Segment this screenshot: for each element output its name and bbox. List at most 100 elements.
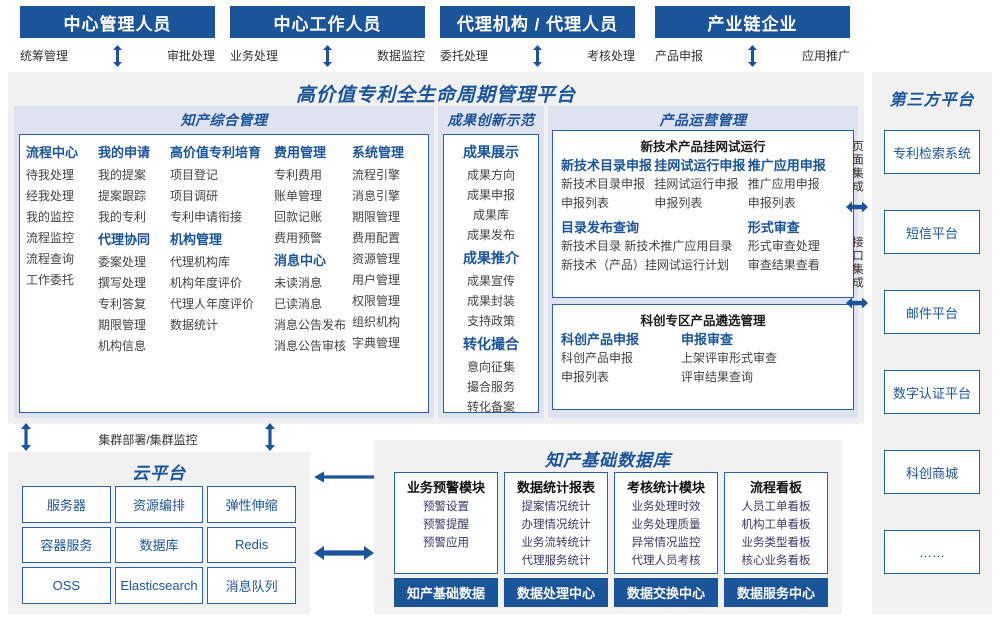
- menu-item[interactable]: 申报列表: [747, 196, 796, 210]
- cloud-cell-4[interactable]: 数据库: [114, 526, 204, 564]
- menu-item[interactable]: 消息公告发布: [274, 318, 347, 332]
- menu-item[interactable]: 我的专利: [98, 210, 147, 224]
- menu-item[interactable]: 消息公告审核: [274, 339, 347, 353]
- menu-item[interactable]: 费用配置: [352, 231, 401, 245]
- menu-item[interactable]: 我的监控: [26, 210, 75, 224]
- database-item[interactable]: 业务处理时效: [631, 501, 701, 513]
- menu-item[interactable]: 支持政策: [466, 314, 515, 328]
- menu-item[interactable]: 新技术目录申报: [561, 177, 646, 191]
- menu-item[interactable]: 审查结果查看: [747, 258, 820, 272]
- menu-item[interactable]: 组织机构: [352, 315, 401, 329]
- cloud-cell-6[interactable]: OSS: [22, 567, 111, 604]
- menu-item[interactable]: 撰写处理: [98, 276, 147, 290]
- menu-item[interactable]: 申报列表: [654, 196, 703, 210]
- database-item[interactable]: 业务处理质量: [631, 519, 701, 531]
- menu-item[interactable]: 成果方向: [466, 168, 515, 182]
- database-panel: 知产基础数据库 业务预警模块预警设置预警提醒预警应用知产基础数据数据统计报表提案…: [374, 440, 842, 614]
- menu-item[interactable]: 撮合服务: [466, 380, 515, 394]
- menu-item[interactable]: 权限管理: [352, 294, 401, 308]
- database-item[interactable]: 预警设置: [423, 501, 469, 513]
- menu-item[interactable]: 转化备案: [466, 400, 515, 414]
- menu-item[interactable]: 推广应用申报: [747, 177, 820, 191]
- menu-item[interactable]: 已读消息: [274, 297, 323, 311]
- menu-item[interactable]: 账单管理: [274, 189, 323, 203]
- third-party-item-1[interactable]: 短信平台: [884, 210, 980, 254]
- menu-item[interactable]: 经我处理: [26, 189, 75, 203]
- integration-api-label: 接口集成: [851, 236, 863, 290]
- third-party-item-4[interactable]: 科创商城: [884, 450, 980, 494]
- menu-item[interactable]: 申报列表: [561, 196, 610, 210]
- database-item[interactable]: 预警提醒: [423, 519, 469, 531]
- database-footer-2[interactable]: 数据交换中心: [614, 578, 718, 607]
- database-item[interactable]: 异常情况监控: [631, 537, 701, 549]
- menu-item[interactable]: 新技术（产品）挂网试运行计划: [561, 258, 730, 272]
- menu-item[interactable]: 意向征集: [466, 360, 515, 374]
- menu-item[interactable]: 挂网试运行申报: [654, 177, 739, 191]
- menu-item[interactable]: 专利申请衔接: [170, 210, 243, 224]
- third-party-item-0[interactable]: 专利检索系统: [884, 130, 980, 174]
- menu-item[interactable]: 资源管理: [352, 252, 401, 266]
- menu-item[interactable]: 流程查询: [26, 252, 75, 266]
- menu-item[interactable]: 机构信息: [98, 339, 147, 353]
- database-item[interactable]: 代理人员考核: [631, 555, 701, 567]
- menu-item[interactable]: 流程监控: [26, 231, 75, 245]
- menu-item[interactable]: 期限管理: [352, 210, 401, 224]
- menu-item[interactable]: 成果库: [472, 208, 509, 222]
- menu-item[interactable]: 流程引擎: [352, 168, 401, 182]
- menu-item[interactable]: 用户管理: [352, 273, 401, 287]
- database-item[interactable]: 代理服务统计: [521, 555, 591, 567]
- menu-item[interactable]: 数据统计: [170, 318, 219, 332]
- cloud-cell-3[interactable]: 容器服务: [22, 526, 111, 564]
- database-footer-0[interactable]: 知产基础数据: [394, 578, 498, 607]
- database-item[interactable]: 提案情况统计: [521, 501, 591, 513]
- cloud-cell-1[interactable]: 资源编排: [114, 486, 204, 523]
- menu-item[interactable]: 代理机构库: [170, 255, 231, 269]
- database-item[interactable]: 业务类型看板: [741, 537, 811, 549]
- menu-item[interactable]: 字典管理: [352, 336, 401, 350]
- menu-item[interactable]: 提案跟踪: [98, 189, 147, 203]
- cloud-cell-7[interactable]: Elasticsearch: [114, 567, 204, 604]
- third-party-item-2[interactable]: 邮件平台: [884, 290, 980, 334]
- menu-item[interactable]: 项目登记: [170, 168, 219, 182]
- cloud-cell-5[interactable]: Redis: [207, 526, 296, 564]
- menu-item[interactable]: 未读消息: [274, 276, 323, 290]
- cloud-cell-2[interactable]: 弹性伸缩: [207, 486, 296, 523]
- menu-item[interactable]: 工作委托: [26, 273, 75, 287]
- menu-item[interactable]: 形式审查处理: [747, 239, 820, 253]
- database-item[interactable]: 办理情况统计: [521, 519, 591, 531]
- database-card: 考核统计模块业务处理时效业务处理质量异常情况监控代理人员考核: [614, 472, 718, 574]
- menu-item[interactable]: 期限管理: [98, 318, 147, 332]
- menu-item[interactable]: 评审结果查询: [681, 370, 754, 384]
- cloud-cell-0[interactable]: 服务器: [22, 486, 111, 523]
- menu-item[interactable]: 成果发布: [466, 228, 515, 242]
- database-item[interactable]: 预警应用: [423, 537, 469, 549]
- menu-item[interactable]: 科创产品申报: [561, 351, 634, 365]
- third-party-item-5[interactable]: ……: [884, 530, 980, 574]
- zhichan-column-3: 费用管理专利费用账单管理回款记账费用预警消息中心未读消息已读消息消息公告发布消息…: [274, 141, 352, 408]
- menu-item[interactable]: 成果申报: [466, 188, 515, 202]
- database-footer-3[interactable]: 数据服务中心: [724, 578, 828, 607]
- database-footer-1[interactable]: 数据处理中心: [504, 578, 608, 607]
- menu-item[interactable]: 委案处理: [98, 255, 147, 269]
- menu-item[interactable]: 代理人年度评价: [170, 297, 255, 311]
- menu-item[interactable]: 专利答复: [98, 297, 147, 311]
- database-item[interactable]: 核心业务看板: [741, 555, 811, 567]
- menu-item[interactable]: 成果宣传: [466, 274, 515, 288]
- menu-item[interactable]: 专利费用: [274, 168, 323, 182]
- menu-item[interactable]: 申报列表: [561, 370, 610, 384]
- menu-item[interactable]: 上架评审形式审查: [681, 351, 778, 365]
- database-item[interactable]: 人员工单看板: [741, 501, 811, 513]
- menu-item[interactable]: 我的提案: [98, 168, 147, 182]
- database-item[interactable]: 机构工单看板: [741, 519, 811, 531]
- menu-item[interactable]: 成果封装: [466, 294, 515, 308]
- menu-item[interactable]: 项目调研: [170, 189, 219, 203]
- menu-item[interactable]: 费用预警: [274, 231, 323, 245]
- database-item[interactable]: 业务流转统计: [521, 537, 591, 549]
- menu-item[interactable]: 待我处理: [26, 168, 75, 182]
- third-party-item-3[interactable]: 数字认证平台: [884, 370, 980, 414]
- menu-item[interactable]: 消息引擎: [352, 189, 401, 203]
- cloud-cell-8[interactable]: 消息队列: [207, 567, 296, 604]
- menu-item[interactable]: 回款记账: [274, 210, 323, 224]
- menu-item[interactable]: 机构年度评价: [170, 276, 243, 290]
- menu-item[interactable]: 新技术目录 新技术推广应用目录: [561, 239, 733, 253]
